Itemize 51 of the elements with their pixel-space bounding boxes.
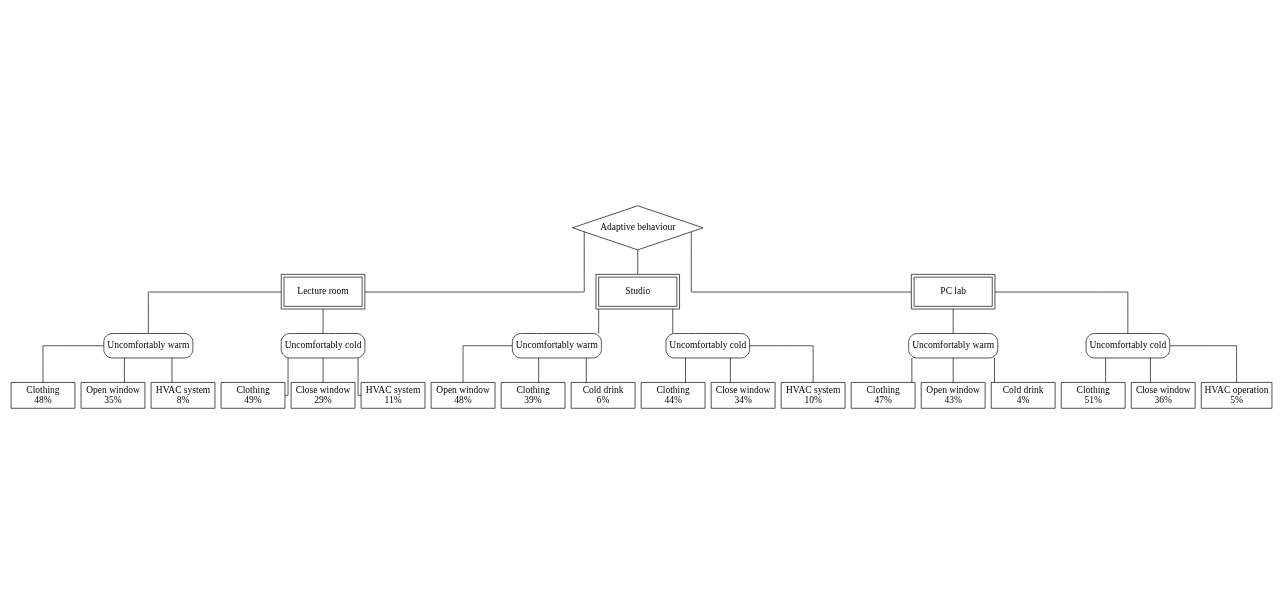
- connector: [1150, 357, 1151, 383]
- node-box: Clothing 48%: [10, 381, 76, 409]
- node-box: Close window 34%: [710, 381, 776, 409]
- connector: [685, 357, 686, 383]
- node-box: Uncomfortably warm: [512, 332, 602, 358]
- node-box: Open window 43%: [920, 381, 986, 409]
- node-box: Uncomfortably warm: [103, 332, 194, 358]
- node-box: Cold drink 6%: [570, 381, 636, 409]
- node-box: Uncomfortably warm: [908, 332, 998, 358]
- connector: [357, 357, 362, 396]
- node-box: Uncomfortably cold: [665, 332, 750, 358]
- connector: [749, 344, 814, 383]
- connector: [952, 308, 954, 334]
- node-box: Open window 48%: [430, 381, 496, 409]
- node-box: Clothing 39%: [500, 381, 566, 409]
- connector: [637, 249, 639, 275]
- connector: [42, 344, 104, 383]
- node-box: Cold drink 4%: [990, 381, 1056, 409]
- connector: [598, 308, 599, 334]
- node-box: Clothing 49%: [220, 381, 286, 409]
- connector: [284, 357, 289, 396]
- connector: [994, 291, 1129, 334]
- connector: [124, 357, 125, 383]
- node-box: Close window 36%: [1130, 381, 1196, 409]
- node-box: HVAC system 10%: [780, 381, 846, 409]
- connector: [994, 357, 995, 383]
- node-box: Clothing 51%: [1060, 381, 1126, 409]
- connector: [911, 357, 913, 383]
- connector: [148, 291, 282, 334]
- connector: [672, 308, 674, 334]
- node-box: Open window 35%: [80, 381, 146, 409]
- connector: [322, 357, 324, 383]
- connector: [538, 357, 540, 383]
- node-box: HVAC system 8%: [150, 381, 216, 409]
- node-box: Uncomfortably cold: [1085, 332, 1170, 358]
- connector: [1169, 344, 1237, 383]
- node-box: HVAC operation 5%: [1200, 381, 1273, 409]
- node-diamond: Adaptive behaviour: [572, 204, 704, 250]
- connector: [322, 308, 324, 334]
- connector: [952, 357, 954, 383]
- node-box: Uncomfortably cold: [280, 332, 366, 358]
- node-box: Close window 29%: [290, 381, 356, 409]
- connector: [585, 357, 587, 383]
- connector: [1105, 357, 1106, 383]
- connector: [364, 231, 585, 292]
- node-box: Clothing 47%: [850, 381, 916, 409]
- node-box: Clothing 44%: [640, 381, 706, 409]
- node-box: HVAC system 11%: [360, 381, 426, 409]
- connector: [730, 357, 731, 383]
- connector: [462, 344, 513, 383]
- connector: [171, 357, 173, 383]
